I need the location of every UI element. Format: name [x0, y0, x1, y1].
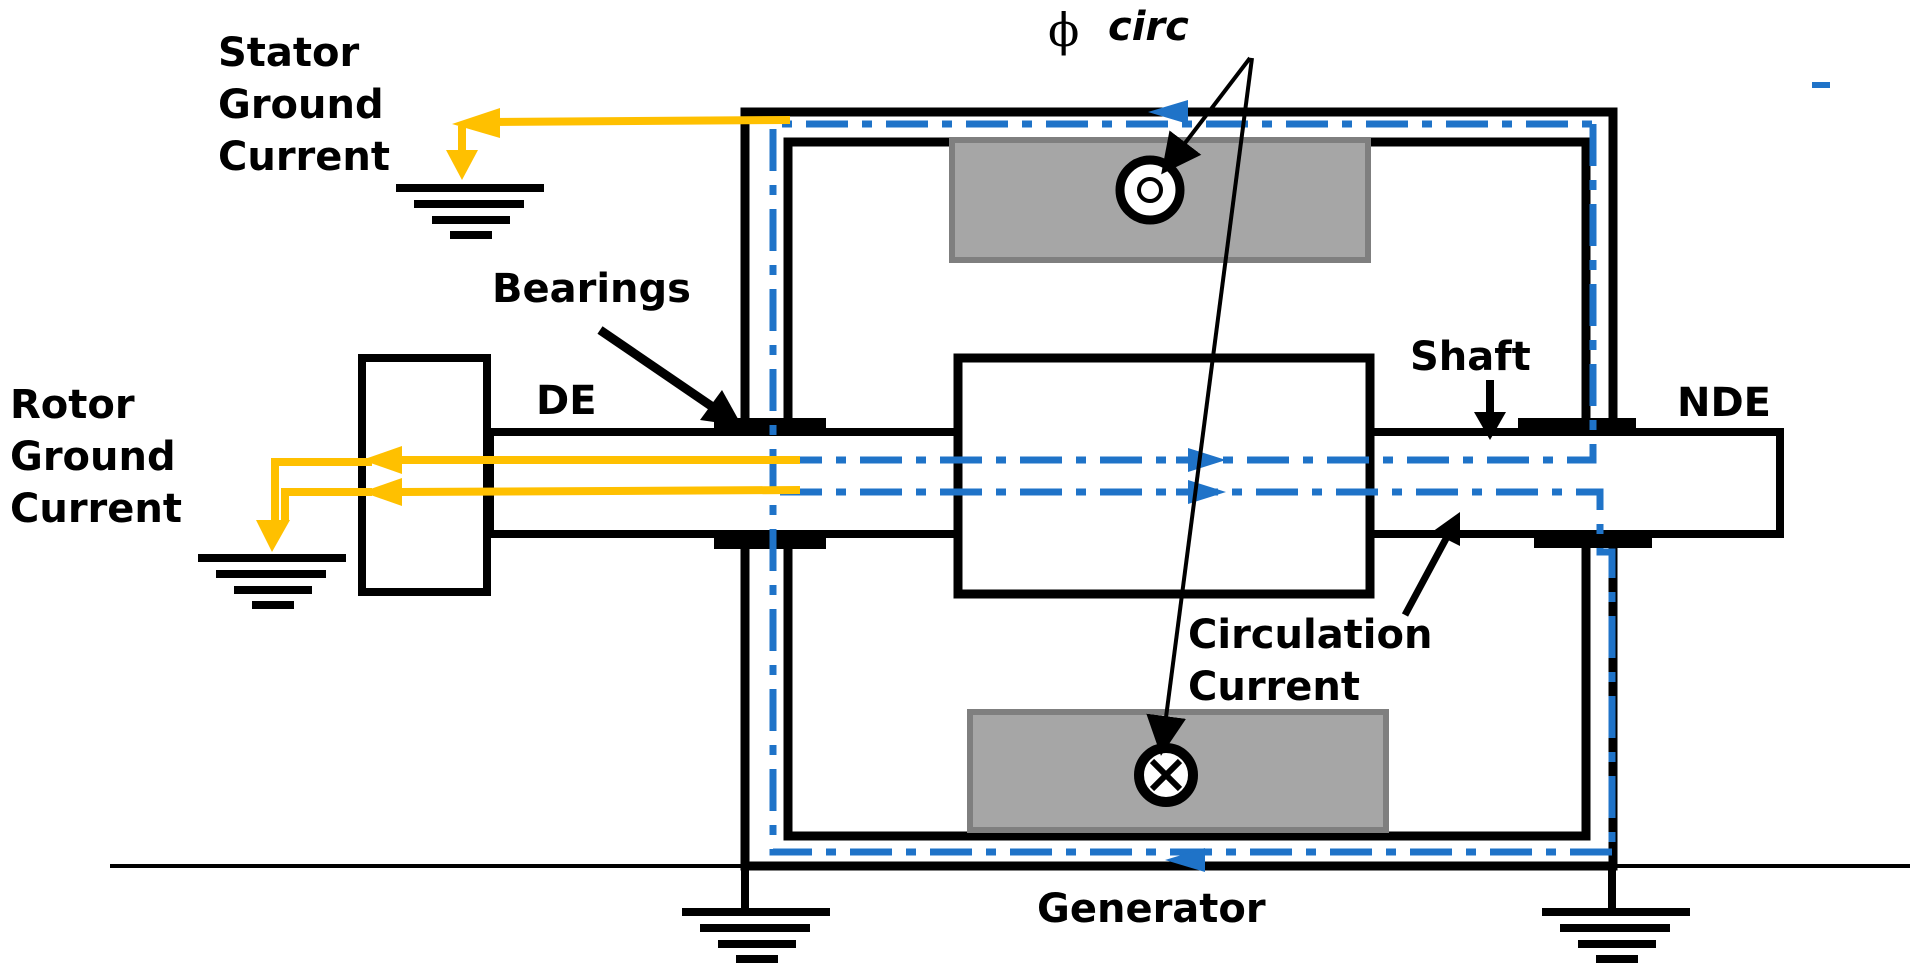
rotor-current-arrowhead-lower	[362, 478, 402, 506]
bearing-nde-bottom	[1534, 537, 1652, 548]
bearings-pointer	[597, 326, 723, 416]
rotor-ground-current-path	[271, 456, 801, 520]
frame-ground-nde	[1542, 866, 1690, 963]
rotor-current-arrowhead-down	[256, 520, 290, 552]
shaft-label: Shaft	[1410, 334, 1531, 380]
rotor-ground-current-label: Rotor Ground Current	[10, 382, 190, 532]
frame-ground-de	[682, 866, 830, 963]
bearings-label: Bearings	[492, 266, 691, 312]
bearing-nde-top	[1518, 418, 1636, 429]
coupling-flange	[358, 354, 491, 596]
nde-label: NDE	[1677, 380, 1771, 426]
flux-arrow-top	[1148, 100, 1188, 124]
stator-ground-current-label: Stator Ground Current	[218, 30, 398, 180]
circulation-current-label: Circulation Current	[1188, 612, 1446, 710]
stator-current-arrowhead-down	[446, 150, 478, 180]
stator-ground-symbol	[396, 184, 544, 239]
phi-symbol: ϕ	[1048, 3, 1079, 57]
circulation-pointer	[1401, 533, 1452, 617]
flux-arrow-bottom	[1165, 848, 1205, 872]
rotor-current-arrowhead-upper	[362, 446, 402, 474]
generator-label: Generator	[1037, 886, 1266, 932]
flux-in-cross-b	[1149, 758, 1183, 792]
de-label: DE	[536, 378, 597, 424]
phi-leader-top	[1161, 56, 1252, 175]
rotor-ground-symbol	[198, 554, 346, 609]
bearings-pointer-head	[700, 390, 742, 426]
phi-leader-bottom	[1146, 57, 1254, 756]
stator-current-arrowhead-left	[452, 108, 500, 138]
shaft-pointer-head	[1474, 412, 1506, 440]
phi-circ-subscript: circ	[1108, 4, 1189, 50]
flux-out-dot	[1137, 177, 1163, 203]
circulation-pointer-head	[1432, 512, 1460, 546]
bearing-de-top	[714, 418, 826, 428]
rotor-core	[953, 353, 1375, 599]
